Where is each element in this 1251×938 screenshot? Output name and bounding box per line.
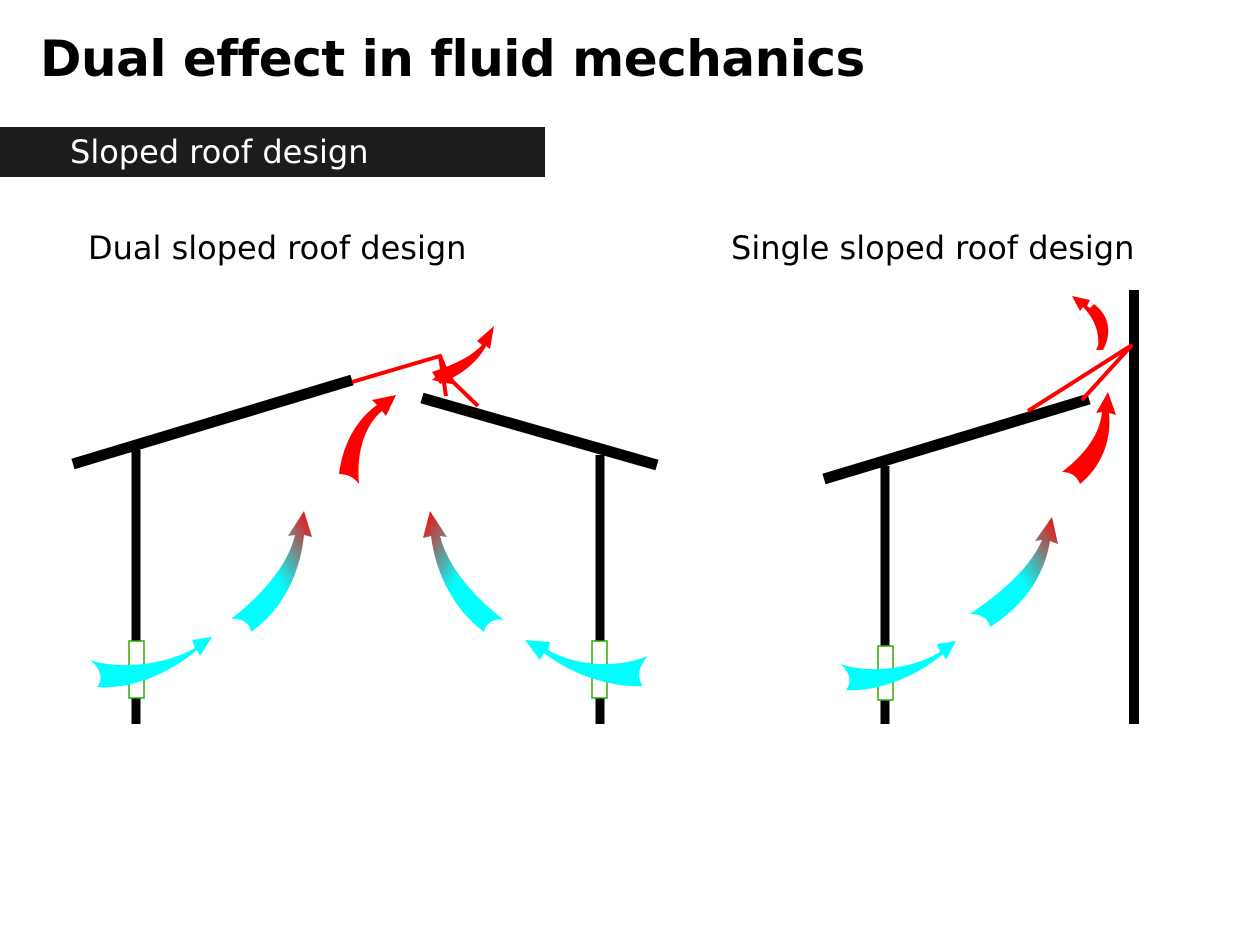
single-rising-air-arrow <box>970 517 1058 627</box>
dual-roof-caption: Dual sloped roof design <box>88 229 467 267</box>
single-roof-diagram <box>822 290 1139 724</box>
left-hot-air-arrow <box>339 395 396 484</box>
ridge-exhaust-arrow-head <box>432 366 456 385</box>
single-exhaust-arrow <box>1072 296 1105 350</box>
single-cool-air-arrow <box>840 641 956 691</box>
section-header-label: Sloped roof design <box>70 133 369 171</box>
right-cool-air-arrow <box>525 640 648 687</box>
right-roof-slope <box>420 392 659 471</box>
right-rising-air-arrow <box>423 511 504 632</box>
single-roof-slope <box>822 393 1091 485</box>
left-cool-air-arrow <box>90 637 212 688</box>
page-title: Dual effect in fluid mechanics <box>40 30 865 88</box>
left-roof-slope <box>71 374 354 470</box>
section-header-bar: Sloped roof design <box>0 127 545 177</box>
left-rising-air-arrow <box>231 511 312 632</box>
single-wind-line <box>1026 343 1134 413</box>
single-roof-caption: Single sloped roof design <box>731 229 1135 267</box>
single-hot-air-arrow <box>1062 392 1116 484</box>
single-exhaust-arrow-body <box>1088 304 1109 350</box>
dual-roof-diagram <box>71 326 659 724</box>
ridge-wind-line <box>351 353 480 408</box>
